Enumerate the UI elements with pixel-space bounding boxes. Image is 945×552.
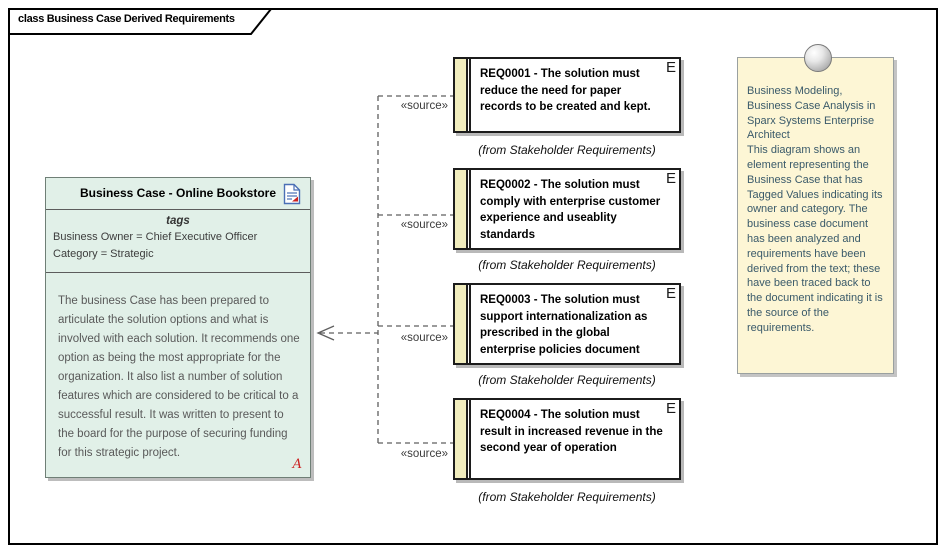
tag-business-owner: Business Owner = Chief Executive Officer xyxy=(53,231,258,243)
requirement-text: REQ0002 - The solution must comply with … xyxy=(480,179,661,241)
business-case-header: Business Case - Online Bookstore xyxy=(46,178,310,209)
note-heading: Business Modeling, Business Case Analysi… xyxy=(747,85,876,142)
requirement-text: REQ0003 - The solution must support inte… xyxy=(480,294,648,356)
tags-compartment-label: tags xyxy=(166,215,190,227)
artifact-corner-letter: A xyxy=(292,457,302,472)
element-type-e-icon: E xyxy=(665,400,676,417)
business-case-description: The business Case has been prepared to a… xyxy=(58,295,300,459)
requirement-strip xyxy=(455,400,468,478)
artifact-document-icon xyxy=(283,183,301,205)
element-type-e-icon: E xyxy=(665,170,676,187)
requirement-strip-divider xyxy=(468,59,471,131)
requirement-strip-divider xyxy=(468,400,471,478)
requirement-body: REQ0003 - The solution must support inte… xyxy=(471,285,679,363)
business-case-description-compartment: The business Case has been prepared to a… xyxy=(46,273,310,477)
from-package-label: (from Stakeholder Requirements) xyxy=(478,373,656,387)
requirement-box-req0001[interactable]: REQ0001 - The solution must reduce the n… xyxy=(453,57,681,133)
from-package-label: (from Stakeholder Requirements) xyxy=(478,143,656,157)
requirement-strip xyxy=(455,170,468,248)
element-type-e-icon: E xyxy=(665,59,676,76)
business-case-tags-compartment: tags Business Owner = Chief Executive Of… xyxy=(46,209,310,273)
requirement-text: REQ0001 - The solution must reduce the n… xyxy=(480,68,651,113)
requirement-body: REQ0002 - The solution must comply with … xyxy=(471,170,679,248)
requirement-box-req0004[interactable]: REQ0004 - The solution must result in in… xyxy=(453,398,681,480)
requirement-box-req0002[interactable]: REQ0002 - The solution must comply with … xyxy=(453,168,681,250)
note-box[interactable]: Business Modeling, Business Case Analysi… xyxy=(737,57,894,374)
requirement-box-req0003[interactable]: REQ0003 - The solution must support inte… xyxy=(453,283,681,365)
source-label: «source» xyxy=(400,332,448,344)
requirement-text: REQ0004 - The solution must result in in… xyxy=(480,409,663,454)
requirement-strip-divider xyxy=(468,285,471,363)
from-package-label: (from Stakeholder Requirements) xyxy=(478,490,656,504)
from-package-label: (from Stakeholder Requirements) xyxy=(478,258,656,272)
requirement-strip xyxy=(455,59,468,131)
requirement-strip-divider xyxy=(468,170,471,248)
requirement-body: REQ0001 - The solution must reduce the n… xyxy=(471,59,679,131)
requirement-body: REQ0004 - The solution must result in in… xyxy=(471,400,679,478)
source-label: «source» xyxy=(400,219,448,231)
frame-title-tab xyxy=(8,8,274,35)
element-type-e-icon: E xyxy=(665,285,676,302)
note-pin-sphere-icon xyxy=(804,44,832,72)
tag-category: Category = Strategic xyxy=(53,247,154,260)
note-body: This diagram shows an element representi… xyxy=(747,144,883,334)
business-case-box[interactable]: Business Case - Online Bookstore tags Bu… xyxy=(45,177,311,478)
source-label: «source» xyxy=(400,100,448,112)
source-label: «source» xyxy=(400,448,448,460)
business-case-title: Business Case - Online Bookstore xyxy=(79,186,277,200)
requirement-strip xyxy=(455,285,468,363)
frame-title: class Business Case Derived Requirements xyxy=(18,13,235,25)
